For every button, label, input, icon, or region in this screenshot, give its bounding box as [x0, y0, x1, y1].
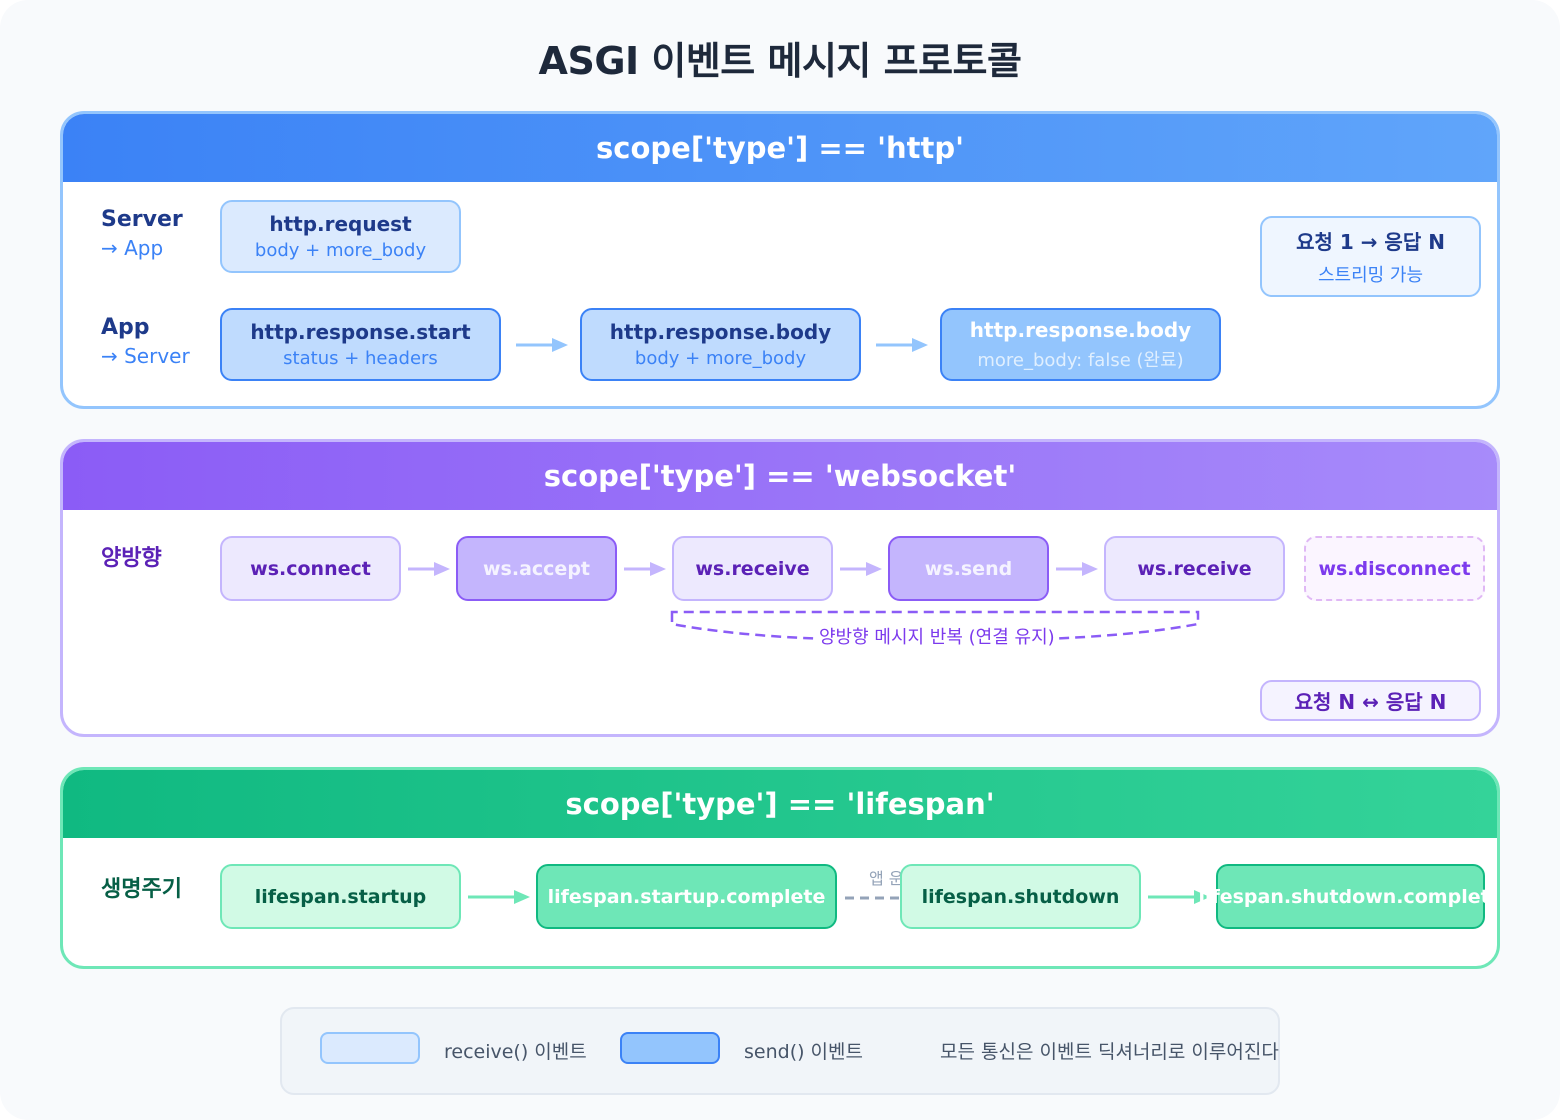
note-subtitle: 스트리밍 가능: [1317, 265, 1424, 286]
legend-receive-label: receive() 이벤트: [444, 1041, 587, 1063]
event-ws-connect: ws.connect: [220, 536, 401, 601]
arrow-right-icon: [624, 561, 668, 577]
event-name: ws.send: [924, 557, 1013, 580]
bidirectional-label: 양방향: [101, 546, 162, 571]
role-name: Server: [101, 207, 183, 232]
lifespan-panel: scope['type'] == 'lifespan' 생명주기 lifespa…: [60, 767, 1500, 969]
arrow-right-icon: [468, 889, 532, 905]
role-direction: → Server: [101, 343, 190, 368]
ws-cardinality-note: 요청 N ↔ 응답 N: [1260, 680, 1481, 721]
event-name: ws.connect: [250, 557, 371, 580]
event-name: http.request: [269, 212, 412, 236]
event-ws-receive-2: ws.receive: [1104, 536, 1285, 601]
event-http-response-body-final: http.response.body more_body: false (완료): [940, 308, 1221, 381]
event-detail: body + more_body: [634, 348, 807, 369]
event-ws-accept: ws.accept: [456, 536, 617, 601]
arrow-right-icon: [1056, 561, 1100, 577]
arrow-right-icon: [516, 337, 570, 353]
role-name: App: [101, 315, 150, 340]
lifespan-panel-header: scope['type'] == 'lifespan': [63, 770, 1497, 838]
http-panel-header: scope['type'] == 'http': [63, 114, 1497, 182]
event-http-response-start: http.response.start status + headers: [220, 308, 501, 381]
legend-send-label: send() 이벤트: [744, 1041, 863, 1063]
dashed-connector: [845, 896, 901, 900]
event-detail: more_body: false (완료): [977, 349, 1184, 371]
arrow-right-icon: [840, 561, 884, 577]
event-name: http.response.start: [250, 320, 471, 344]
event-ws-send: ws.send: [888, 536, 1049, 601]
app-to-server-label: App → Server: [101, 314, 190, 369]
event-name: lifespan.shutdown: [921, 885, 1120, 908]
websocket-panel: scope['type'] == 'websocket' 양방향 ws.conn…: [60, 439, 1500, 737]
event-ws-disconnect: ws.disconnect: [1304, 536, 1485, 601]
http-cardinality-note: 요청 1 → 응답 N 스트리밍 가능: [1260, 216, 1481, 297]
event-ws-receive: ws.receive: [672, 536, 833, 601]
event-name: ws.receive: [1137, 557, 1252, 580]
event-lifespan-startup: lifespan.startup: [220, 864, 461, 929]
note-title: 요청 N ↔ 응답 N: [1294, 690, 1447, 714]
http-panel: scope['type'] == 'http' Server → App App…: [60, 111, 1500, 409]
app-running-label: 앱 운: [869, 869, 904, 888]
lifecycle-label: 생명주기: [101, 877, 182, 902]
note-title: 요청 1 → 응답 N: [1296, 230, 1445, 254]
event-lifespan-shutdown: lifespan.shutdown: [900, 864, 1141, 929]
event-name: http.response.body: [609, 320, 832, 344]
loop-label: 양방향 메시지 반복 (연결 유지): [817, 623, 1057, 649]
arrow-right-icon: [1148, 889, 1212, 905]
event-name: ws.receive: [695, 557, 810, 580]
legend-note: 모든 통신은 이벤트 딕셔너리로 이루어진다: [940, 1041, 1279, 1063]
event-detail: status + headers: [283, 348, 438, 369]
event-name: ws.accept: [483, 557, 590, 580]
role-direction: → App: [101, 235, 164, 260]
event-http-request: http.request body + more_body: [220, 200, 461, 273]
event-lifespan-shutdown-complete: lifespan.shutdown.complete: [1198, 864, 1497, 929]
arrow-right-icon: [408, 561, 452, 577]
page-title: ASGI 이벤트 메시지 프로토콜: [538, 39, 1022, 83]
event-detail: body + more_body: [254, 240, 427, 261]
event-name: lifespan.startup.complete: [547, 885, 826, 908]
server-to-app-label: Server → App: [101, 206, 183, 261]
legend-receive-swatch: [320, 1032, 420, 1064]
event-name: lifespan.startup: [254, 885, 427, 908]
event-http-response-body: http.response.body body + more_body: [580, 308, 861, 381]
event-name: ws.disconnect: [1318, 557, 1471, 580]
event-name: http.response.body: [969, 317, 1192, 342]
legend-send-swatch: [620, 1032, 720, 1064]
event-lifespan-startup-complete: lifespan.startup.complete: [536, 864, 837, 929]
websocket-panel-header: scope['type'] == 'websocket': [63, 442, 1497, 510]
legend: receive() 이벤트 send() 이벤트 모든 통신은 이벤트 딕셔너리…: [280, 1007, 1280, 1095]
arrow-right-icon: [876, 337, 930, 353]
event-name: lifespan.shutdown.complete: [1198, 885, 1500, 908]
